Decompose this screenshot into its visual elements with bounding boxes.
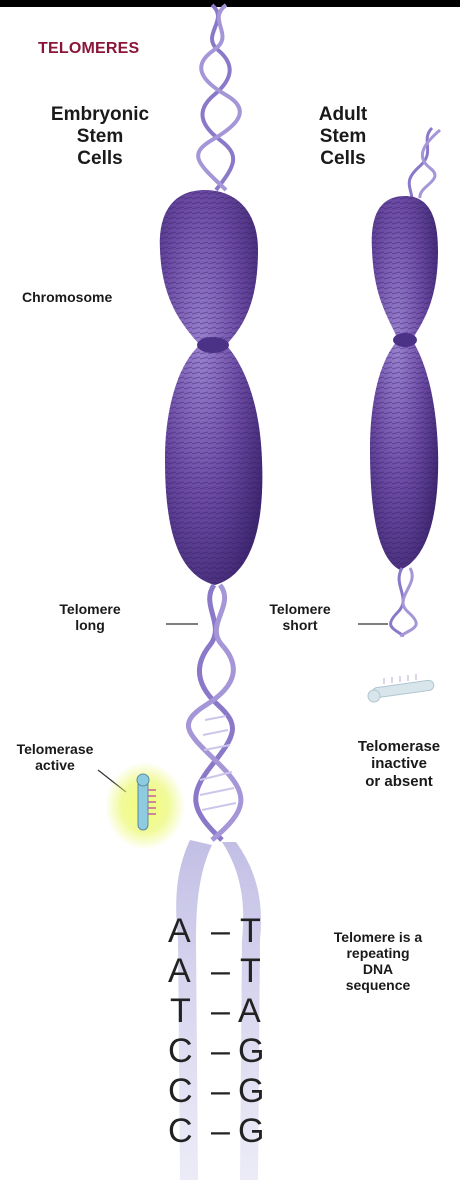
base-bond: – (211, 1074, 230, 1108)
adult-chromosome (370, 196, 438, 570)
base-bond: – (211, 1034, 230, 1068)
base-left: A (168, 954, 191, 988)
embryonic-chromosome (160, 190, 263, 585)
telomerase-inactive-label: Telomerase inactive or absent (338, 738, 460, 790)
telomerase-inactive-probe (368, 674, 434, 702)
dna-helix-adult-top (409, 128, 440, 198)
base-bond: – (211, 994, 230, 1028)
base-left: T (170, 994, 191, 1028)
base-right: G (238, 1074, 264, 1108)
base-left: C (168, 1034, 193, 1068)
base-right: T (240, 914, 261, 948)
base-left: A (168, 914, 191, 948)
base-right: A (238, 994, 261, 1028)
adult-telomere-short (391, 568, 417, 636)
base-bond: – (211, 914, 230, 948)
dna-helix-top (198, 5, 240, 190)
base-left: C (168, 1114, 193, 1148)
repeat-sequence-note: Telomere is a repeating DNA sequence (296, 929, 460, 993)
diagram-title: TELOMERES (38, 40, 139, 58)
telomere-long-label: Telomere long (50, 601, 130, 633)
base-right: G (238, 1034, 264, 1068)
adult-column-heading: Adult Stem Cells (308, 104, 378, 170)
embryonic-telomere-long (188, 585, 240, 840)
telomerase-active-label: Telomerase active (0, 741, 110, 773)
embryonic-column-heading: Embryonic Stem Cells (40, 104, 160, 170)
base-bond: – (211, 954, 230, 988)
telomerase-active-probe (105, 762, 185, 850)
base-right: G (238, 1114, 264, 1148)
base-left: C (168, 1074, 193, 1108)
telomere-short-label: Telomere short (248, 601, 352, 633)
base-bond: – (211, 1114, 230, 1148)
base-right: T (240, 954, 261, 988)
chromosome-label: Chromosome (22, 289, 112, 305)
